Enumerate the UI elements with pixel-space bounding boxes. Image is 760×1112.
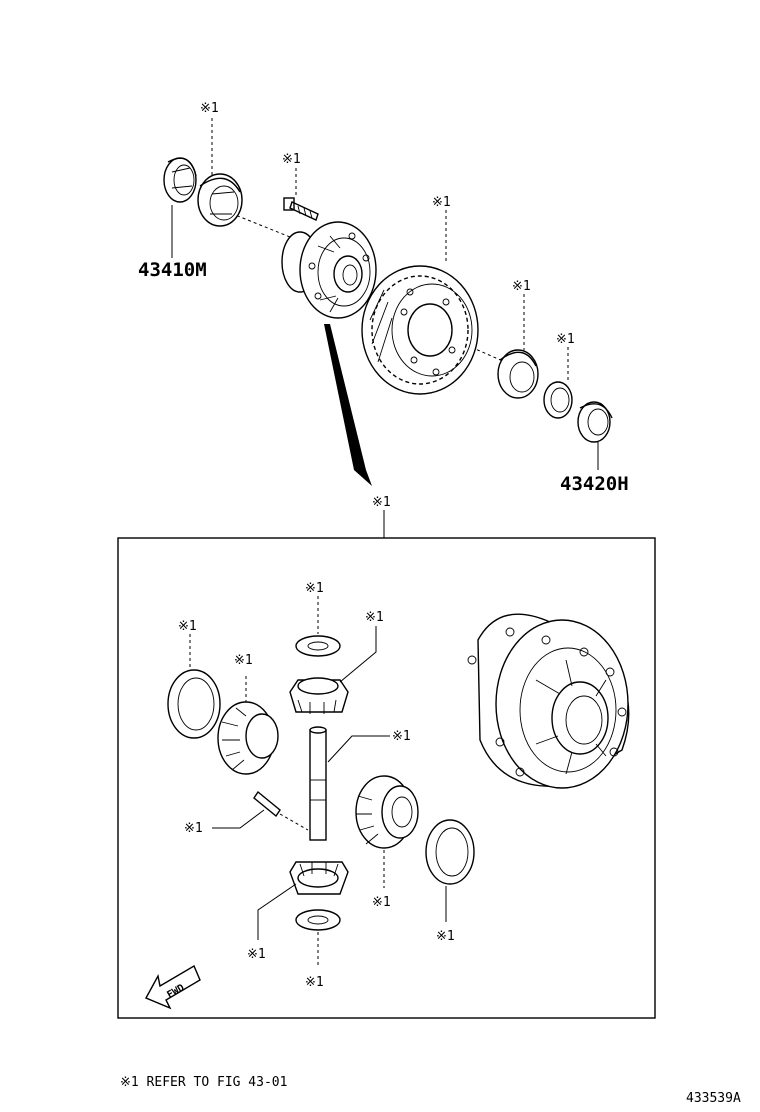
lock-pin [253,790,281,818]
reference-mark: ※1 [184,821,203,836]
reference-mark: ※1 [305,581,324,596]
part-number-43410m: 43410M [138,259,207,281]
side-washer-left [167,669,221,739]
callout-pointer [324,324,372,486]
reference-mark: ※1 [556,332,575,347]
thrust-washer-bottom [295,909,341,931]
pinion-gear-top [289,677,349,714]
reference-mark: ※1 [436,929,455,944]
part-number-43420h: 43420H [560,473,629,495]
reference-mark: ※1 [247,947,266,962]
figure-code: 433539A [686,1091,741,1106]
side-gear-left [217,701,279,775]
reference-mark: ※1 [305,975,324,990]
reference-mark: ※1 [372,895,391,910]
reference-mark: ※1 [178,619,197,634]
ring-gear [361,265,479,395]
differential-case-detail [467,613,630,789]
reference-mark: ※1 [234,653,253,668]
pinion-gear-bottom [289,861,349,895]
inset-frame [117,537,656,1019]
reference-mark: ※1 [365,610,384,625]
thrust-washer-top [295,635,341,657]
shim-washer-upper [543,381,573,419]
reference-note: ※1 REFER TO FIG 43-01 [120,1075,287,1090]
reference-mark: ※1 [512,279,531,294]
pinion-shaft [309,726,327,841]
bearing-right [497,349,539,399]
reference-mark: ※1 [432,195,451,210]
reference-mark: ※1 [200,101,219,116]
bolt [283,197,319,221]
bearing-left [197,173,243,227]
oil-seal-43410m [163,157,197,203]
oil-seal-43420h [577,401,613,443]
fwd-arrow-icon: FWD [145,964,201,1010]
reference-mark: ※1 [282,152,301,167]
differential-case [281,221,377,319]
side-washer-right [425,819,475,885]
reference-mark: ※1 [392,729,411,744]
side-gear-right [355,775,419,849]
reference-mark: ※1 [372,495,391,510]
